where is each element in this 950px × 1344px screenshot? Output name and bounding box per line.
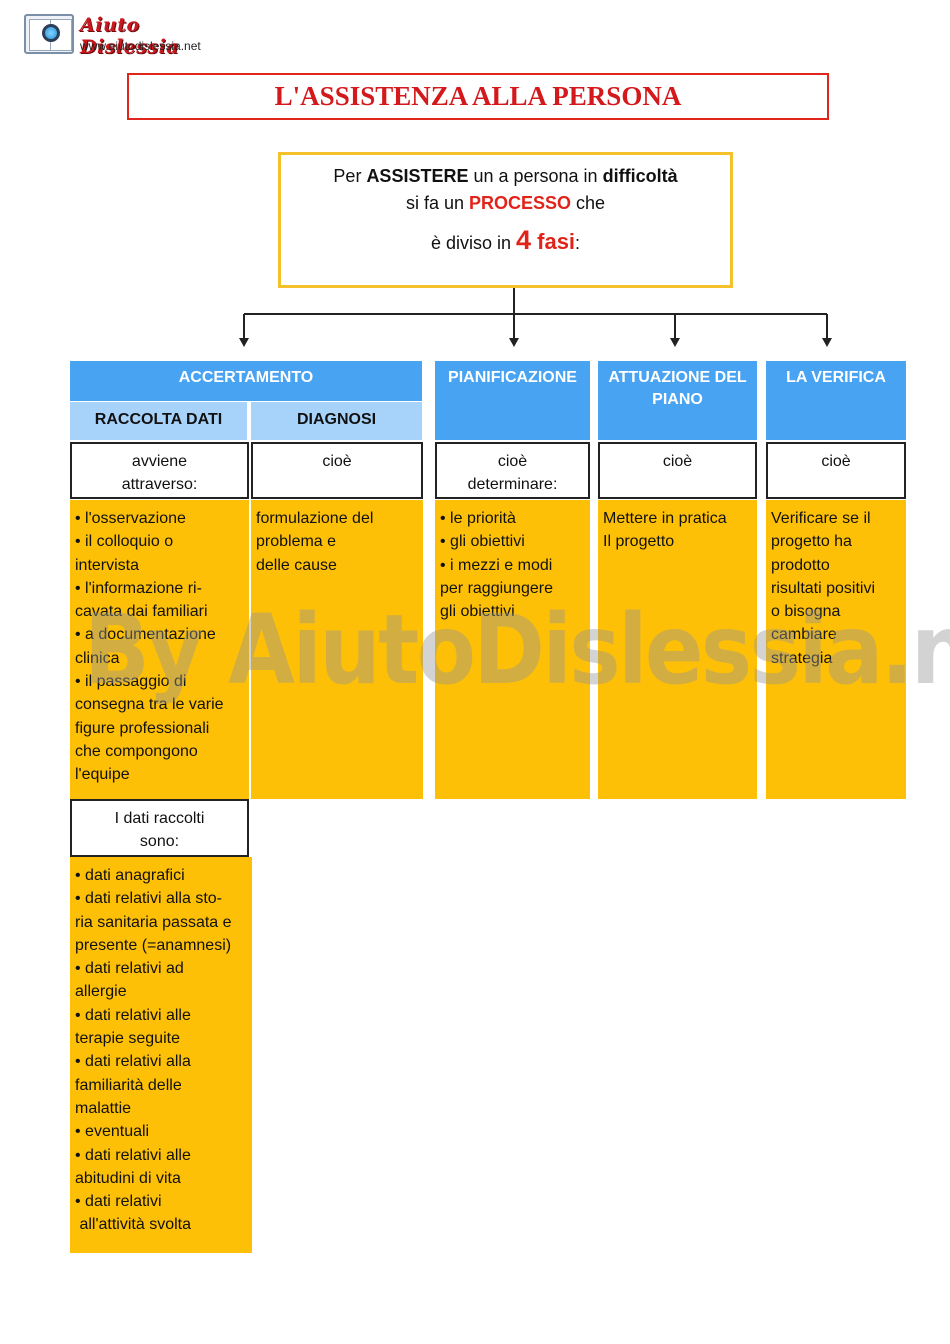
- list-item: presente (=anamnesi): [75, 936, 232, 954]
- list-item: • dati relativi alle: [75, 1146, 191, 1164]
- logo-url: www.aiutodislessia.net: [80, 39, 201, 53]
- site-logo: Aiuto Dislessia www.aiutodislessia.net: [24, 12, 224, 58]
- list-item: Verificare se il: [771, 510, 871, 527]
- label-pianificazione: cioè determinare:: [435, 442, 590, 499]
- phase-header-verifica: LA VERIFICA: [766, 361, 906, 440]
- list-item: clinica: [75, 649, 120, 667]
- content-pianificazione: • le priorità • gli obiettivi • i mezzi …: [435, 500, 590, 799]
- list-item: intervista: [75, 556, 140, 574]
- list-item: allergie: [75, 983, 127, 1001]
- content-diagnosi: formulazione del problema e delle cause: [251, 500, 423, 799]
- book-magnifier-icon: [24, 14, 74, 54]
- list-item: • dati relativi alla: [75, 1053, 191, 1071]
- label-diagnosi: cioè: [251, 442, 423, 499]
- intro-line-2: si fa un PROCESSO che: [405, 193, 606, 213]
- list-item: abitudini di vita: [75, 1169, 181, 1187]
- list-item: • dati relativi alle: [75, 1006, 191, 1024]
- list-item: Il progetto: [603, 533, 675, 551]
- list-item: prodotto: [771, 556, 830, 574]
- list-item: • dati anagrafici: [75, 867, 185, 884]
- list-item: terapie seguite: [75, 1030, 180, 1048]
- list-item: gli obiettivi: [440, 603, 515, 621]
- list-item: problema e: [256, 533, 337, 551]
- list-item: l'equipe: [75, 766, 130, 784]
- list-item: o bisogna: [771, 603, 841, 621]
- label-verifica: cioè: [766, 442, 906, 499]
- intro-line-3: è diviso in 4 fasi:: [430, 225, 581, 255]
- list-item: • gli obiettivi: [440, 533, 525, 551]
- list-item: • le priorità: [440, 510, 516, 527]
- list-item: familiarità delle: [75, 1076, 182, 1094]
- phase-header-attuazione: ATTUAZIONE DEL PIANO: [598, 361, 757, 440]
- list-item: • dati relativi alla sto-: [75, 890, 222, 908]
- subheader-diagnosi: DIAGNOSI: [251, 402, 422, 440]
- connector-lines: [239, 288, 832, 347]
- list-item: • il passaggio di: [75, 673, 187, 691]
- page-title: L'ASSISTENZA ALLA PERSONA: [127, 73, 829, 120]
- list-item: • dati relativi ad: [75, 960, 184, 978]
- list-item: per raggiungere: [440, 579, 553, 597]
- list-item: delle cause: [256, 556, 337, 574]
- list-item: consegna tra le varie: [75, 696, 224, 714]
- phase-header-accertamento: ACCERTAMENTO: [70, 361, 422, 401]
- list-item: • i mezzi e modi: [440, 556, 553, 574]
- content-verifica: Verificare se il progetto ha prodotto ri…: [766, 500, 906, 799]
- list-item: malattie: [75, 1099, 132, 1117]
- list-item: • l'osservazione: [75, 510, 186, 527]
- list-item: all'attività svolta: [75, 1216, 191, 1234]
- intro-box: Per ASSISTERE un a persona in difficoltà…: [278, 152, 733, 288]
- list-item: progetto ha: [771, 533, 852, 551]
- phase-header-pianificazione: PIANIFICAZIONE: [435, 361, 590, 440]
- label-dati-raccolti: I dati raccolti sono:: [70, 799, 249, 857]
- list-item: • il colloquio o: [75, 533, 174, 551]
- label-raccolta: avviene attraverso:: [70, 442, 249, 499]
- content-attuazione: Mettere in pratica Il progetto: [598, 500, 757, 799]
- list-item: • a documentazione: [75, 626, 216, 644]
- list-item: Mettere in pratica: [603, 510, 727, 527]
- list-item: • eventuali: [75, 1123, 150, 1141]
- label-attuazione: cioè: [598, 442, 757, 499]
- content-raccolta-dati: • l'osservazione • il colloquio o interv…: [70, 500, 249, 799]
- list-item: cambiare: [771, 626, 837, 644]
- content-dati-raccolti: • dati anagrafici • dati relativi alla s…: [70, 857, 252, 1253]
- list-item: strategia: [771, 649, 833, 667]
- list-item: ria sanitaria passata e: [75, 913, 232, 931]
- list-item: risultati positivi: [771, 579, 876, 597]
- intro-line-1: Per ASSISTERE un a persona in difficoltà: [333, 166, 678, 186]
- list-item: • l'informazione ri-: [75, 579, 202, 597]
- list-item: cavata dai familiari: [75, 603, 208, 621]
- logo-brand: Aiuto Dislessia: [80, 14, 180, 58]
- list-item: che compongono: [75, 742, 198, 760]
- list-item: • dati relativi: [75, 1193, 162, 1211]
- list-item: formulazione del: [256, 510, 374, 527]
- list-item: figure professionali: [75, 719, 210, 737]
- subheader-raccolta-dati: RACCOLTA DATI: [70, 402, 247, 440]
